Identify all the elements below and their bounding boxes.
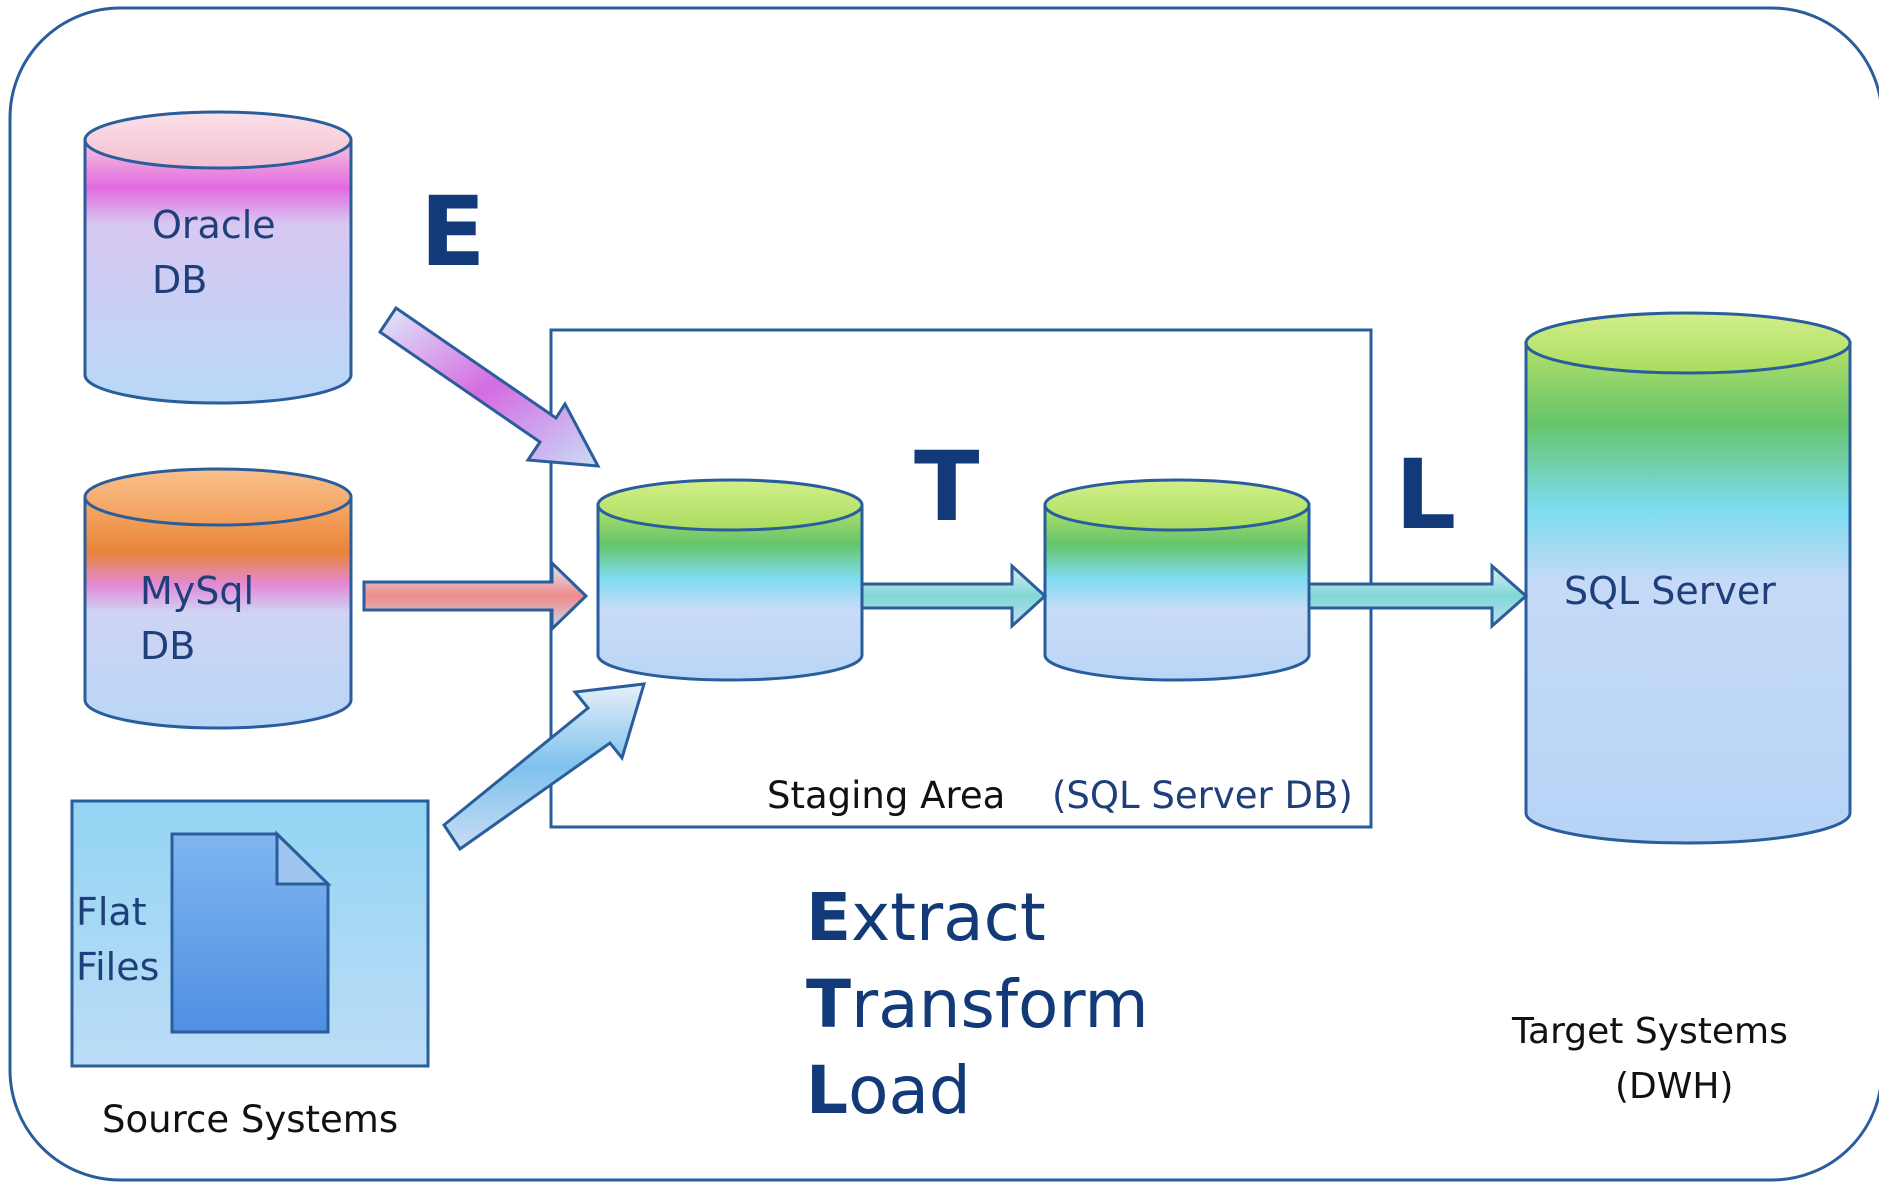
legend-load: Load: [806, 1052, 971, 1129]
flat-files-label-line2: Files: [76, 945, 159, 989]
mysql-label-line2: DB: [140, 624, 195, 668]
flat-files-label-line1: Flat: [76, 890, 147, 934]
legend-extract-initial: E: [806, 879, 851, 956]
staging-db-note: (SQL Server DB): [1052, 774, 1353, 817]
legend-transform-rest: ransform: [851, 966, 1149, 1043]
mysql-label-line1: MySql: [140, 569, 254, 613]
transform-letter: T: [914, 431, 979, 543]
staging-area-label: Staging Area: [767, 774, 1005, 817]
source-systems-caption: Source Systems: [102, 1098, 398, 1141]
arrow-flatfiles-to-staging: [441, 682, 647, 852]
flat-files-box: [70, 799, 430, 1068]
legend-load-initial: L: [806, 1052, 848, 1129]
oracle-label-line1: Oracle: [152, 203, 276, 247]
target-systems-caption-line1: Target Systems: [1511, 1011, 1788, 1052]
legend-load-rest: oad: [848, 1052, 971, 1129]
legend-transform: Transform: [806, 966, 1149, 1043]
extract-letter: E: [420, 176, 486, 288]
load-letter: L: [1395, 439, 1456, 551]
arrow-oracle-to-staging: [377, 305, 601, 468]
oracle-db-cylinder: [83, 110, 353, 405]
target-systems-caption-line2: (DWH): [1615, 1066, 1733, 1107]
arrow-load: [1307, 562, 1529, 630]
arrow-transform: [860, 562, 1048, 630]
target-sql-server-cylinder: [1524, 311, 1852, 845]
legend-extract-rest: xtract: [851, 879, 1046, 956]
mysql-db-cylinder: [83, 467, 353, 730]
target-db-label: SQL Server: [1564, 569, 1776, 613]
staging-db-cylinder-2: [1043, 478, 1311, 682]
oracle-label-line2: DB: [152, 258, 207, 302]
legend-transform-initial: T: [806, 966, 851, 1043]
legend-extract: Extract: [806, 879, 1046, 956]
staging-db-cylinder-1: [596, 478, 864, 682]
arrow-mysql-to-staging: [362, 559, 589, 633]
